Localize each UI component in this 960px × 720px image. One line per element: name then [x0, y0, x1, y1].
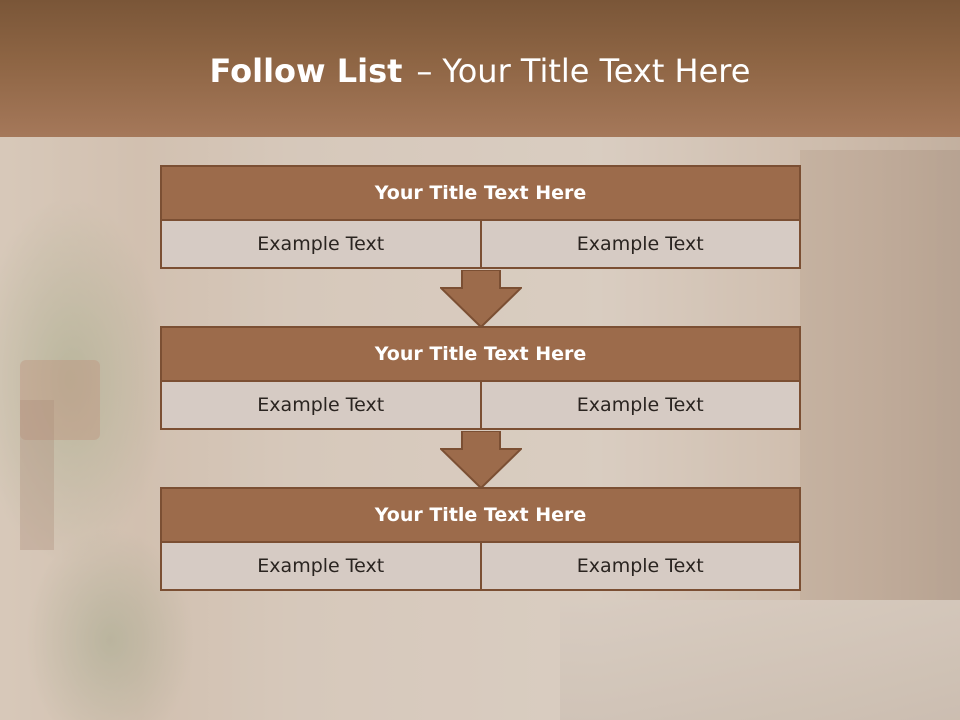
block-cell-right[interactable]: Example Text — [479, 221, 801, 269]
block-title[interactable]: Your Title Text Here — [160, 165, 801, 221]
list-block-1[interactable]: Your Title Text Here Example Text Exampl… — [160, 165, 801, 269]
background-post — [20, 400, 54, 550]
block-row: Example Text Example Text — [160, 221, 801, 269]
list-block-2[interactable]: Your Title Text Here Example Text Exampl… — [160, 326, 801, 430]
list-block-3[interactable]: Your Title Text Here Example Text Exampl… — [160, 487, 801, 591]
block-row: Example Text Example Text — [160, 543, 801, 591]
block-cell-left[interactable]: Example Text — [160, 543, 480, 591]
slide-title[interactable]: Follow List–Your Title Text Here — [0, 52, 960, 90]
down-arrow-icon — [440, 431, 522, 489]
block-cell-left[interactable]: Example Text — [160, 221, 480, 269]
background-step — [560, 600, 960, 720]
title-bold: Follow List — [209, 52, 403, 90]
down-arrow-icon — [440, 270, 522, 328]
block-title[interactable]: Your Title Text Here — [160, 487, 801, 543]
block-cell-left[interactable]: Example Text — [160, 382, 480, 430]
block-cell-right[interactable]: Example Text — [479, 382, 801, 430]
title-band: Follow List–Your Title Text Here — [0, 0, 960, 137]
block-cell-right[interactable]: Example Text — [479, 543, 801, 591]
title-rest: Your Title Text Here — [442, 52, 751, 90]
background-pot — [20, 360, 100, 440]
background-door — [800, 150, 960, 600]
block-row: Example Text Example Text — [160, 382, 801, 430]
block-title[interactable]: Your Title Text Here — [160, 326, 801, 382]
title-dash: – — [416, 52, 433, 90]
